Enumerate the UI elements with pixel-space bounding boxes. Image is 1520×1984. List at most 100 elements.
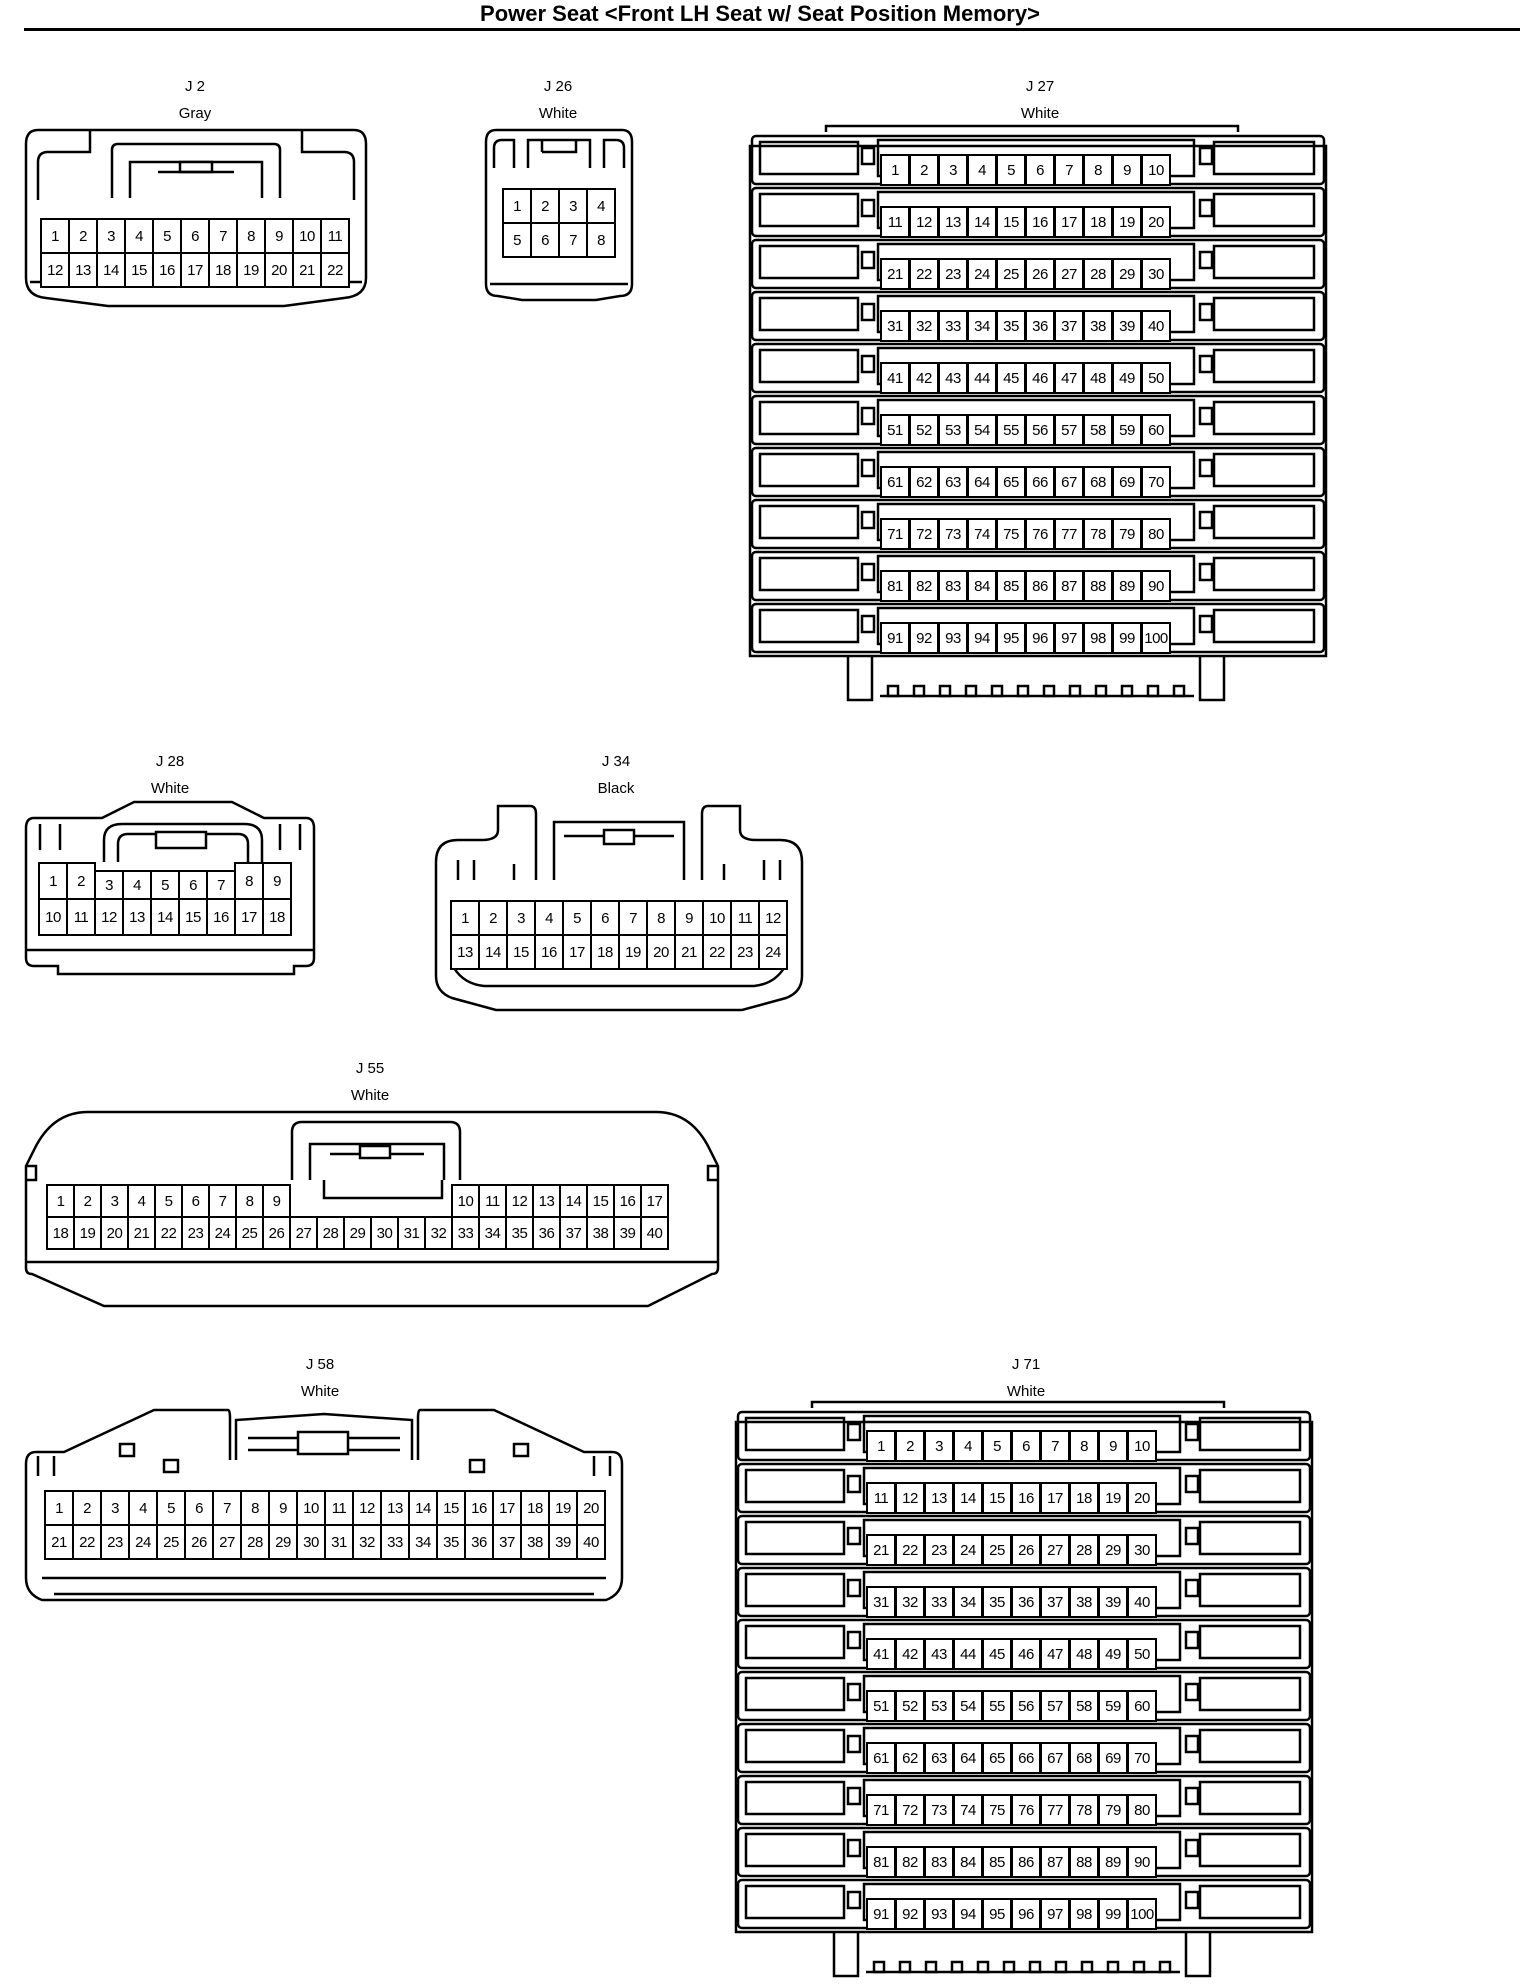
pin: 76 (1011, 1794, 1041, 1826)
pin: 96 (1025, 622, 1055, 654)
pin: 2 (909, 154, 939, 186)
pin: 10 (1141, 154, 1171, 186)
pin: 16 (1025, 206, 1055, 238)
pin: 63 (924, 1742, 954, 1774)
pin: 36 (1025, 310, 1055, 342)
pin: 79 (1098, 1794, 1128, 1826)
pin: 24 (208, 1216, 237, 1250)
pin: 38 (586, 1216, 615, 1250)
pin: 72 (909, 518, 939, 550)
pin: 2 (66, 862, 96, 900)
title-rule (24, 28, 1520, 31)
pin: 23 (924, 1534, 954, 1566)
pin: 55 (996, 414, 1026, 446)
pin: 79 (1112, 518, 1142, 550)
pin: 24 (128, 1524, 158, 1560)
pin: 15 (996, 206, 1026, 238)
pin: 26 (1011, 1534, 1041, 1566)
pin: 35 (996, 310, 1026, 342)
pin: 13 (924, 1482, 954, 1514)
pin: 43 (924, 1638, 954, 1670)
connector-j27-id: J 27 (1025, 78, 1055, 95)
pin: 57 (1054, 414, 1084, 446)
pin: 47 (1054, 362, 1084, 394)
pin: 85 (996, 570, 1026, 602)
pin: 5 (150, 870, 180, 900)
connector-j71-id: J 71 (1011, 1356, 1041, 1373)
pin: 88 (1069, 1846, 1099, 1878)
pin: 41 (866, 1638, 896, 1670)
pin: 77 (1040, 1794, 1070, 1826)
connector-j28-housing (24, 800, 316, 976)
pin: 11 (324, 1490, 354, 1526)
pin: 27 (212, 1524, 242, 1560)
pin: 6 (1025, 154, 1055, 186)
pin: 63 (938, 466, 968, 498)
pin: 33 (380, 1524, 410, 1560)
pin: 87 (1054, 570, 1084, 602)
pin: 37 (1040, 1586, 1070, 1618)
pin: 11 (478, 1184, 507, 1218)
pin: 29 (268, 1524, 298, 1560)
pin: 14 (967, 206, 997, 238)
pin: 4 (127, 1184, 156, 1218)
pin: 9 (264, 218, 294, 254)
pin: 31 (880, 310, 910, 342)
pin: 68 (1083, 466, 1113, 498)
pin: 76 (1025, 518, 1055, 550)
pin: 21 (866, 1534, 896, 1566)
pin: 49 (1112, 362, 1142, 394)
pin: 50 (1127, 1638, 1157, 1670)
pin: 85 (982, 1846, 1012, 1878)
pin: 5 (154, 1184, 183, 1218)
pin: 95 (996, 622, 1026, 654)
pin: 20 (1141, 206, 1171, 238)
connector-j34-color: Black (597, 780, 635, 797)
pin: 1 (46, 1184, 75, 1218)
pin: 17 (1040, 1482, 1070, 1514)
pin: 13 (380, 1490, 410, 1526)
connector-j58-id: J 58 (305, 1356, 335, 1373)
pin: 53 (938, 414, 968, 446)
pin: 4 (122, 870, 152, 900)
pin: 14 (559, 1184, 588, 1218)
connector-j58-color: White (300, 1383, 340, 1400)
pin: 3 (100, 1184, 129, 1218)
pin: 80 (1127, 1794, 1157, 1826)
pin: 21 (44, 1524, 74, 1560)
pin: 26 (184, 1524, 214, 1560)
connector-j55-housing (24, 1110, 720, 1308)
pin: 56 (1011, 1690, 1041, 1722)
pin: 11 (730, 900, 760, 936)
pin: 7 (208, 218, 238, 254)
pin: 10 (38, 898, 68, 936)
pin: 96 (1011, 1898, 1041, 1930)
pin: 23 (181, 1216, 210, 1250)
pin: 24 (758, 934, 788, 970)
pin: 16 (152, 252, 182, 288)
pin: 10 (292, 218, 322, 254)
pin: 90 (1141, 570, 1171, 602)
pin: 70 (1127, 1742, 1157, 1774)
pin: 3 (96, 218, 126, 254)
pin: 14 (150, 898, 180, 936)
pin: 62 (909, 466, 939, 498)
pin: 1 (502, 188, 532, 224)
pin: 35 (436, 1524, 466, 1560)
pin: 86 (1011, 1846, 1041, 1878)
pin: 7 (618, 900, 648, 936)
pin: 54 (953, 1690, 983, 1722)
pin: 24 (967, 258, 997, 290)
pin: 8 (1069, 1430, 1099, 1462)
pin: 7 (206, 870, 236, 900)
pin: 6 (590, 900, 620, 936)
pin: 39 (1112, 310, 1142, 342)
